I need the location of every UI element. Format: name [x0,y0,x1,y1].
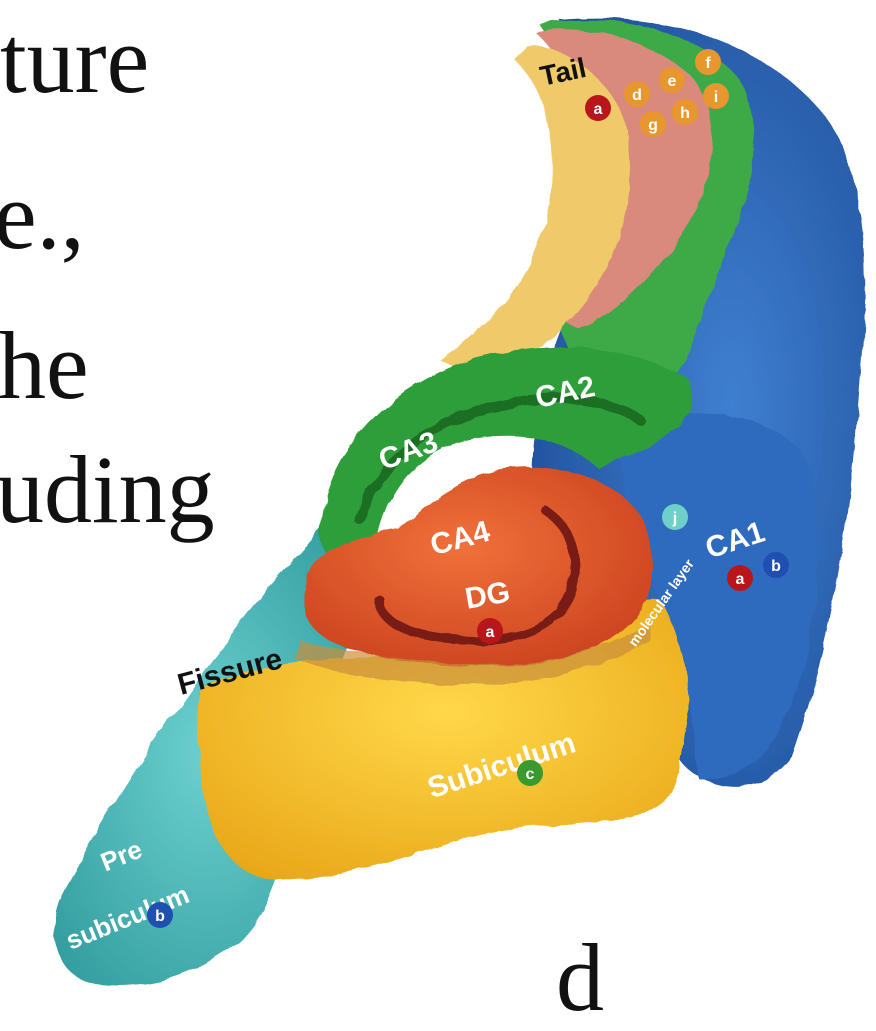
dg-badge-a: a [477,618,503,644]
ca1-badge-b: b [763,552,789,578]
hippocampus-subfield-diagram: Tail CA3 CA2 CA4 DG CA1 Fissure molecula… [0,0,876,1002]
presubiculum-badge-b: b [147,902,173,928]
tail-badge-d: d [624,81,650,107]
tail-badge-h: h [672,99,698,125]
molecular-layer-badge-j: j [662,504,688,530]
svg-text:a: a [594,101,603,118]
svg-text:a: a [486,624,495,641]
svg-text:g: g [648,117,658,134]
svg-text:i: i [714,89,718,106]
svg-text:e: e [668,73,677,90]
svg-text:a: a [736,571,745,588]
svg-text:f: f [705,55,711,72]
ca1-badge-a: a [727,565,753,591]
tail-badge-a: a [585,95,611,121]
svg-text:j: j [672,510,677,527]
svg-text:b: b [771,558,781,575]
tail-badge-f: f [695,49,721,75]
tail-badge-i: i [703,83,729,109]
svg-text:h: h [680,105,690,122]
subiculum-badge-c: c [517,760,543,786]
tail-badge-g: g [640,111,666,137]
svg-text:c: c [526,766,535,783]
tail-badge-e: e [659,67,685,93]
svg-text:b: b [155,908,165,925]
svg-text:d: d [632,87,642,104]
